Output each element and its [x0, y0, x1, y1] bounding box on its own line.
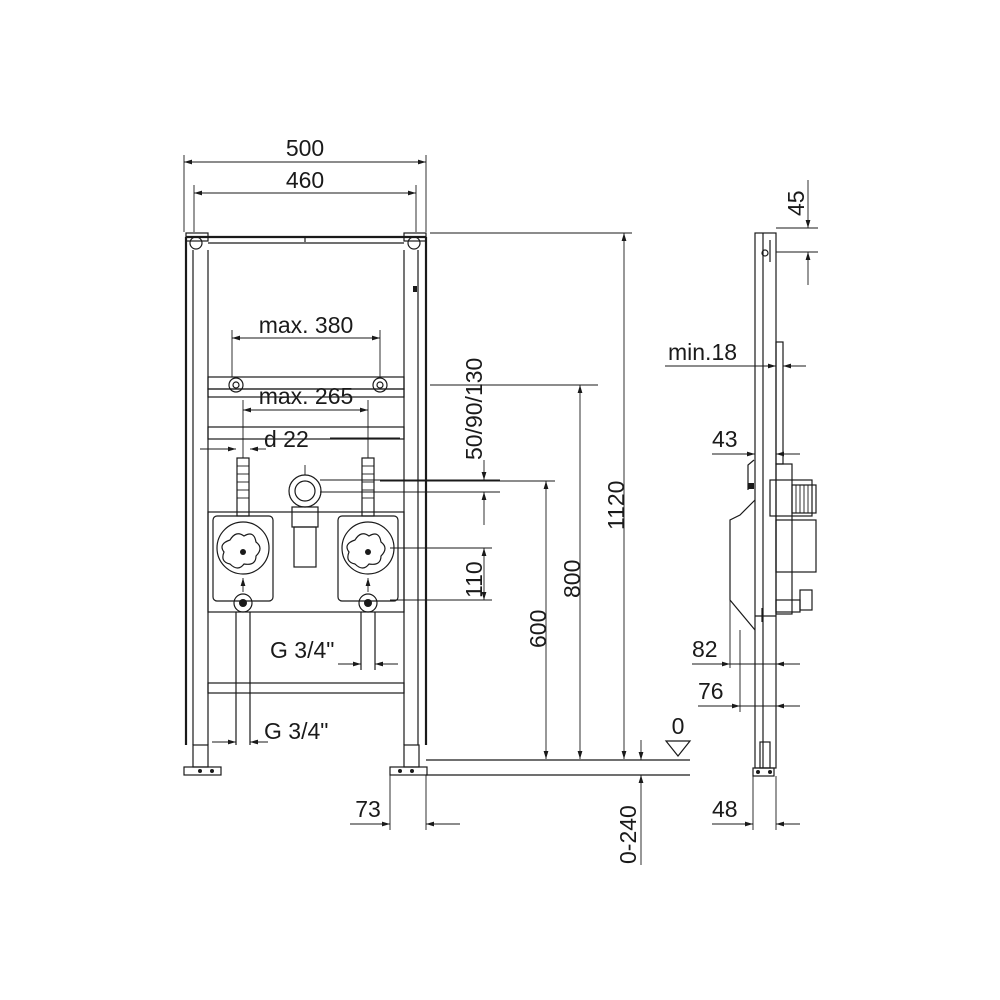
h600-label: 600 — [525, 610, 551, 648]
width-500-label: 500 — [286, 135, 324, 161]
dim-600: 600 — [380, 480, 555, 759]
dim-side-43: 43 — [712, 426, 800, 457]
dim-max-380: max. 380 — [231, 312, 381, 377]
dim-width-500: 500 — [183, 135, 427, 232]
d43-label: 43 — [712, 426, 738, 452]
dim-side-min18: min.18 — [665, 339, 806, 372]
dim-d22: d 22 — [200, 426, 400, 452]
dim-110: 110 — [390, 547, 492, 601]
min18-label: min.18 — [668, 339, 737, 365]
dim-800: 800 — [430, 384, 598, 759]
h1120-label: 1120 — [603, 481, 629, 530]
adjust-0-240-label: 0-240 — [615, 805, 641, 864]
dim-side-48: 48 — [712, 776, 800, 830]
dim-1120: 1120 — [430, 232, 632, 759]
dim-side-45: 45 — [776, 180, 818, 285]
dim-50-90-130: 50/90/130 — [320, 358, 500, 525]
dim-side-76: 76 — [698, 630, 800, 712]
d48-label: 48 — [712, 796, 738, 822]
floor-zero-label: 0 — [672, 713, 685, 739]
d82-label: 82 — [692, 636, 718, 662]
floor-level: 0 — [426, 713, 692, 776]
foot-73-label: 73 — [355, 796, 381, 822]
side-view: 45 min.18 43 82 — [665, 180, 818, 830]
dim-max-265: max. 265 — [242, 383, 369, 458]
top-45-label: 45 — [783, 190, 809, 216]
valve-assembly — [207, 457, 405, 745]
max-380-label: max. 380 — [259, 312, 354, 338]
range-50-90-130-label: 50/90/130 — [461, 358, 487, 460]
dim-width-460: 460 — [193, 167, 417, 232]
h800-label: 800 — [559, 560, 585, 598]
h110-label: 110 — [461, 561, 487, 598]
threaded-connector — [791, 484, 817, 514]
front-view: 500 460 — [183, 135, 692, 865]
dim-g34-upper: G 3/4" — [270, 637, 398, 667]
width-460-label: 460 — [286, 167, 324, 193]
g34-upper-label: G 3/4" — [270, 637, 334, 663]
d22-label: d 22 — [264, 426, 309, 452]
frame — [183, 232, 428, 776]
d76-label: 76 — [698, 678, 724, 704]
dim-side-82: 82 — [692, 600, 800, 668]
dim-0-240: 0-240 — [615, 740, 644, 865]
max-265-label: max. 265 — [259, 383, 354, 409]
dim-73: 73 — [350, 775, 460, 830]
g34-lower-label: G 3/4" — [264, 718, 328, 744]
dim-g34-lower: G 3/4" — [212, 718, 328, 745]
